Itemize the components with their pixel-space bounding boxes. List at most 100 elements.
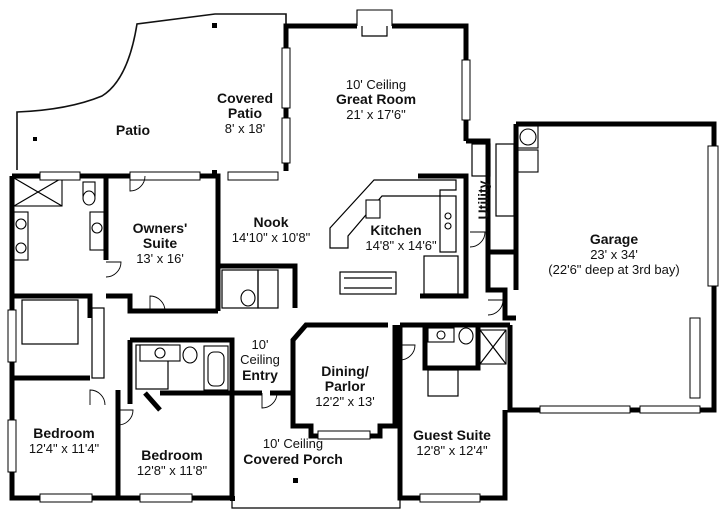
garage-name: Garage xyxy=(590,231,638,247)
window xyxy=(39,493,93,503)
window xyxy=(461,59,471,121)
guest-suite-dims: 12'8" x 12'4" xyxy=(416,443,488,458)
closet xyxy=(91,307,105,379)
fireplace xyxy=(356,9,393,26)
interior-wall xyxy=(106,293,218,314)
door-swing xyxy=(105,261,122,278)
dining-dims: 12'2" x 13' xyxy=(315,394,374,409)
bedroom-2-dims: 12'8" x 11'8" xyxy=(137,463,208,478)
sink xyxy=(91,222,103,234)
closet xyxy=(257,269,279,309)
owners-suite-dims: 13' x 16' xyxy=(136,251,184,266)
covered-patio-name-2: Patio xyxy=(228,105,262,121)
eating-bar xyxy=(339,271,397,295)
bedroom-1-name: Bedroom xyxy=(33,425,94,441)
shower-x xyxy=(479,329,507,365)
kitchen-name: Kitchen xyxy=(370,222,421,238)
door-swing xyxy=(399,344,416,361)
nook-dims: 14'10" x 10'8" xyxy=(232,230,311,245)
window xyxy=(227,171,279,181)
window xyxy=(281,47,291,109)
interior-wall xyxy=(422,325,481,371)
fireplace-hearth xyxy=(361,26,388,37)
interior-wall xyxy=(143,391,162,412)
garage-dims: 23' x 34' xyxy=(590,247,638,262)
patio-name: Patio xyxy=(116,122,150,138)
toilet xyxy=(182,346,198,364)
utility-counter xyxy=(495,143,515,217)
door-swing xyxy=(487,299,504,316)
porch-post xyxy=(230,496,235,501)
great-room-dims: 21' x 17'6" xyxy=(346,107,406,122)
window xyxy=(419,493,481,503)
patio-post xyxy=(212,170,217,175)
interior-wall xyxy=(12,293,93,318)
entry-name: Entry xyxy=(242,367,278,383)
garage-door xyxy=(689,317,701,399)
covered-patio-name-1: Covered xyxy=(217,90,273,106)
entry-ceiling-1: 10' xyxy=(252,337,269,352)
sink xyxy=(15,218,27,230)
door-swing xyxy=(117,409,134,426)
water-heater-tank xyxy=(519,128,537,146)
great-room-name: Great Room xyxy=(336,91,416,107)
toilet xyxy=(240,289,256,307)
door-swing xyxy=(129,175,146,192)
covered-patio-dims: 8' x 18' xyxy=(225,121,265,136)
patio-post xyxy=(33,137,37,141)
covered-porch-ceiling: 10' Ceiling xyxy=(263,436,323,451)
sink xyxy=(154,347,166,359)
closet xyxy=(427,369,459,397)
dining-name-1: Dining/ xyxy=(321,363,369,379)
exterior-wall xyxy=(466,138,516,321)
eating-bar-inner xyxy=(344,277,392,289)
entry-ceiling-2: Ceiling xyxy=(240,352,280,367)
sink xyxy=(436,330,446,340)
owners-suite-name-1: Owners' xyxy=(133,220,188,236)
shower-x xyxy=(13,177,63,207)
utility-cabinet xyxy=(471,143,491,177)
kitchen-sink xyxy=(365,199,381,219)
kitchen-dims: 14'8" x 14'6" xyxy=(365,238,437,253)
dining-walls xyxy=(290,322,398,439)
guest-suite-name: Guest Suite xyxy=(413,427,491,443)
cooktop-burner xyxy=(444,222,452,230)
kitchen-counter xyxy=(439,195,457,253)
toilet-bowl xyxy=(82,190,96,206)
sink xyxy=(15,242,27,254)
kitchen-counter xyxy=(423,255,459,295)
window xyxy=(39,171,81,181)
porch-post xyxy=(293,478,298,483)
kitchen-wall xyxy=(418,173,469,299)
interior-wall xyxy=(130,337,235,498)
toilet xyxy=(458,327,474,345)
garage-step xyxy=(517,149,539,173)
patio-outline xyxy=(16,13,287,170)
owners-suite-name-2: Suite xyxy=(143,235,177,251)
door-swing xyxy=(261,392,278,409)
door-swing xyxy=(149,295,166,312)
window xyxy=(7,309,17,363)
closet xyxy=(21,299,79,345)
exterior-wall xyxy=(507,121,717,413)
garage-door xyxy=(707,145,719,287)
cooktop-burner xyxy=(444,212,452,220)
exterior-wall xyxy=(218,263,298,308)
window xyxy=(7,419,17,473)
door-swing xyxy=(89,389,106,406)
window xyxy=(317,430,371,440)
window xyxy=(281,117,291,164)
dining-name-2: Parlor xyxy=(325,378,366,394)
garage-window xyxy=(639,405,701,414)
bathtub-inner xyxy=(207,351,225,387)
covered-porch-name: Covered Porch xyxy=(243,451,343,467)
door-swing xyxy=(469,231,486,248)
great-room-ceiling: 10' Ceiling xyxy=(346,77,406,92)
porch-outline xyxy=(231,498,401,509)
utility-name: Utility xyxy=(475,180,491,219)
nook-name: Nook xyxy=(254,214,289,230)
window xyxy=(139,493,193,503)
window xyxy=(129,171,201,181)
bedroom-2-name: Bedroom xyxy=(141,447,202,463)
